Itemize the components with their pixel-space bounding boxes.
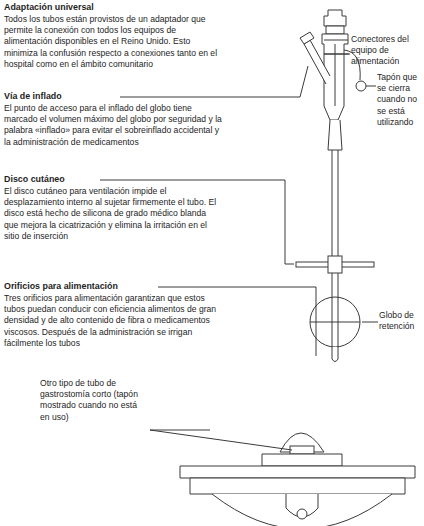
callout-body: El disco cutáneo para ventilación impide… <box>4 186 222 242</box>
caption-note: Otro tipo de tubo de gastrostomía corto … <box>40 378 146 423</box>
part-label: Conectores del equipo de alimentación <box>351 34 421 68</box>
part-label: Globo de retención <box>379 310 421 332</box>
callout-body: Todos los tubos están provistos de un ad… <box>4 14 226 70</box>
part-label: Tapón que se cierra cuando no se está ut… <box>377 72 421 128</box>
callout-body: El punto de acceso para el inflado del g… <box>4 103 226 148</box>
callout-heading: Vía de inflado <box>4 91 114 102</box>
callout-body: Tres orificios para alimentación garanti… <box>4 293 226 349</box>
callout-heading: Disco cutáneo <box>4 174 94 185</box>
callout-heading: Orificios para alimentación <box>4 281 154 292</box>
callout-heading: Adaptación universal <box>4 2 224 13</box>
